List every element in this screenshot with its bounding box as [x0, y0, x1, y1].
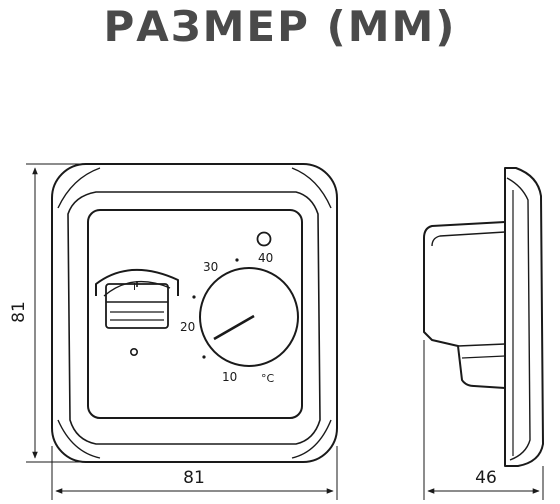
outer-frame: [51, 163, 338, 463]
dimension-height-label: 81: [9, 301, 29, 323]
dial-scale-20: 20: [180, 320, 195, 334]
temperature-dial: [199, 267, 299, 367]
dial-scale-40: 40: [258, 251, 273, 265]
dimension-lines: [26, 163, 544, 500]
dial-scale-30: 30: [203, 260, 218, 274]
power-switch: [95, 269, 179, 329]
dial-unit: °C: [261, 372, 275, 385]
dimension-width-label: 81: [183, 468, 205, 488]
dial-pointer: [213, 314, 255, 341]
page-title: РАЗМЕР (ММ): [103, 2, 457, 51]
switch-on-mark: I: [133, 282, 136, 293]
dimension-depth-label: 46: [475, 468, 497, 488]
front-view: [51, 163, 338, 463]
indicator-led: [256, 231, 272, 247]
inner-panel: [87, 209, 303, 419]
dial-scale-10: 10: [222, 370, 237, 384]
frame-inner-contour: [67, 191, 321, 445]
switch-indicator-dot: [130, 347, 139, 356]
side-view: [423, 167, 544, 467]
